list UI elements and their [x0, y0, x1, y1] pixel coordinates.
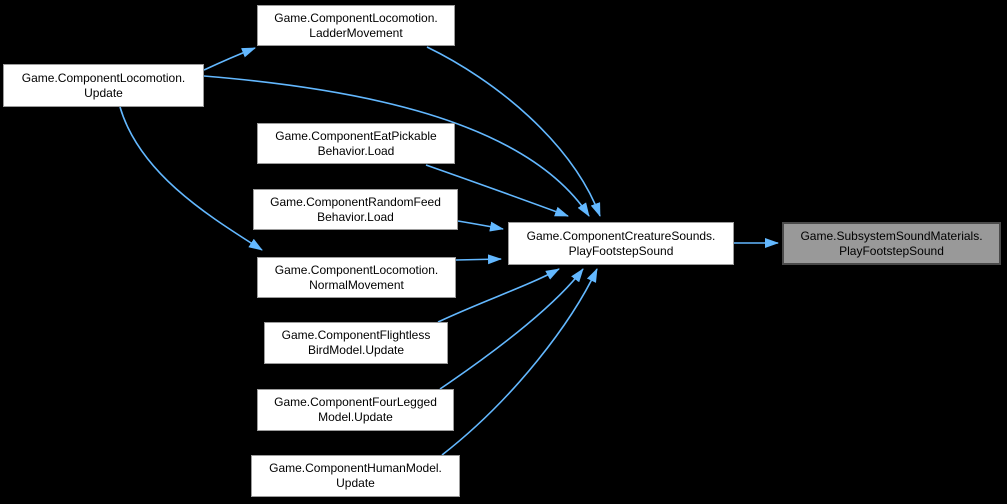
edge-flightless-bird-to-play-footstep	[437, 268, 560, 323]
node-subsystem-sound-materials-play-footstep-sound: Game.SubsystemSoundMaterials. PlayFootst…	[782, 222, 1001, 265]
edge-update-to-play-footstep	[203, 75, 590, 217]
node-label-line1: Game.ComponentHumanModel.	[269, 461, 442, 475]
node-component-locomotion-normal-movement[interactable]: Game.ComponentLocomotion. NormalMovement	[257, 257, 456, 298]
node-label-line2: Model.Update	[318, 410, 393, 424]
node-label-line2: BirdModel.Update	[307, 343, 405, 357]
node-label-line2: Behavior.Load	[317, 143, 395, 158]
node-component-flightless-bird-model-update[interactable]: Game.ComponentFlightless BirdModel.Updat…	[264, 322, 448, 364]
node-label-line2: PlayFootstepSound	[568, 243, 674, 258]
node-component-creature-sounds-play-footstep-sound[interactable]: Game.ComponentCreatureSounds. PlayFootst…	[508, 222, 734, 265]
node-label-line1: Game.ComponentRandomFeed	[270, 194, 441, 209]
node-label-line1: Game.ComponentFourLegged	[274, 395, 437, 409]
node-label-line2: Update	[84, 85, 123, 100]
node-component-random-feed-behavior-load[interactable]: Game.ComponentRandomFeed Behavior.Load	[253, 189, 458, 230]
node-label-line2: Update	[336, 476, 375, 490]
edge-update-to-ladder-movement	[203, 47, 256, 71]
node-component-locomotion-ladder-movement[interactable]: Game.ComponentLocomotion. LadderMovement	[257, 5, 455, 46]
edge-random-feed-to-play-footstep	[457, 220, 504, 232]
edge-update-to-normal-movement	[119, 106, 263, 251]
node-label-line1: Game.ComponentEatPickable	[275, 128, 437, 143]
node-label-line2: Behavior.Load	[317, 209, 394, 224]
node-label-line2: PlayFootstepSound	[839, 243, 944, 258]
node-component-four-legged-model-update[interactable]: Game.ComponentFourLegged Model.Update	[257, 389, 454, 431]
node-label-line1: Game.ComponentFlightless	[281, 328, 431, 342]
edge-human-model-to-play-footstep	[441, 268, 598, 456]
node-component-human-model-update[interactable]: Game.ComponentHumanModel. Update	[251, 455, 460, 497]
edge-eat-pickable-to-play-footstep	[425, 164, 569, 217]
edge-normal-movement-to-play-footstep	[455, 254, 502, 265]
edge-four-legged-to-play-footstep	[439, 268, 584, 390]
node-label-line1: Game.ComponentLocomotion.	[274, 10, 438, 25]
node-label-line1: Game.ComponentLocomotion.	[274, 262, 439, 277]
edge-ladder-movement-to-play-footstep	[426, 46, 601, 217]
node-component-eat-pickable-behavior-load[interactable]: Game.ComponentEatPickable Behavior.Load	[257, 123, 455, 164]
node-label-line1: Game.ComponentLocomotion.	[21, 70, 186, 85]
node-label-line2: LadderMovement	[309, 25, 403, 40]
node-component-locomotion-update[interactable]: Game.ComponentLocomotion. Update	[3, 64, 204, 107]
node-label-line1: Game.ComponentCreatureSounds.	[526, 228, 716, 243]
node-label-line2: NormalMovement	[309, 277, 404, 292]
node-label-line1: Game.SubsystemSoundMaterials.	[800, 228, 983, 243]
